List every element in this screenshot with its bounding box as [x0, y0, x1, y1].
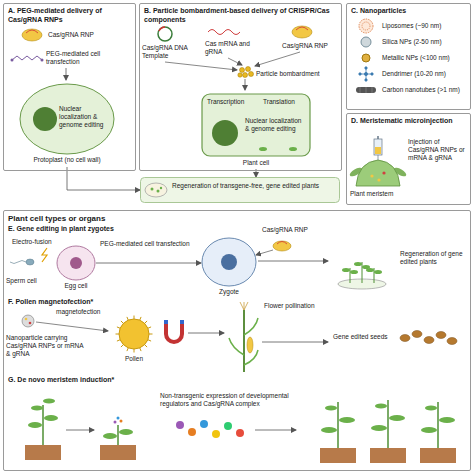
outcome-label: Regeneration of transgene-free, gene edi…	[172, 182, 336, 190]
nanoparticle-label: Metallic NPs (<100 nm)	[382, 54, 468, 62]
corn-plant	[229, 302, 258, 372]
cell-note: Nuclear localization & genome editing	[59, 105, 105, 129]
silica-icon	[361, 37, 371, 47]
panel-title: G. De novo meristem induction*	[8, 376, 228, 385]
process-label: Translation	[263, 98, 308, 106]
node-outline	[111, 315, 157, 353]
flow-arrow	[66, 430, 94, 431]
panel-title: B. Particle bombardment-based delivery o…	[144, 7, 339, 24]
connector-arrow	[96, 263, 201, 264]
egg-cell: Egg cell	[56, 245, 96, 291]
protoplast-cell: Nuclear localization & genome editingPro…	[19, 83, 115, 167]
flow-arrow	[188, 333, 224, 334]
pollen-grain: Pollen	[111, 315, 157, 365]
cell-label: Plant cell	[201, 159, 311, 167]
node-outline	[56, 245, 96, 281]
seedling-pot	[25, 399, 61, 461]
outcome-label: Regeneration of gene edited plants	[400, 250, 466, 266]
reagent-label: Cas/gRNA RNP	[48, 31, 128, 39]
method-label: Particle bombardment	[256, 70, 338, 78]
method-label: Injection of Cas/gRNA RNPs or mRNA & gRN…	[408, 138, 468, 162]
method-label: PEG-mediated cell transfection	[100, 240, 198, 248]
magnet-icon	[164, 320, 184, 342]
metal-icon	[362, 54, 370, 62]
flow-arrow	[262, 342, 328, 343]
panel-box: B. Particle bombardment-based delivery o…	[139, 3, 342, 171]
node-outline	[201, 237, 257, 287]
flow-arrow	[256, 250, 273, 255]
cut-plant-pot	[100, 417, 136, 461]
flow-arrow	[66, 68, 67, 80]
rnp-icon	[22, 29, 42, 41]
liposome-icon	[359, 19, 373, 33]
cell-label: Protoplast (no cell wall)	[19, 156, 115, 164]
flow-arrow	[258, 261, 328, 262]
method-label: Non-transgenic expression of development…	[160, 392, 310, 408]
gold-particles	[238, 67, 254, 78]
edited-plants	[320, 400, 456, 463]
peg-chain	[11, 56, 44, 62]
reagent-label: Cas/gRNA RNP	[282, 42, 340, 50]
panel-title: E. Gene editing in plant zygotes	[8, 225, 208, 234]
lightning-icon	[42, 248, 47, 262]
cell-label: Egg cell	[56, 282, 96, 290]
cell-label: Sperm cell	[6, 277, 52, 285]
reagent-label: Cas/gRNA RNP	[262, 226, 332, 234]
plant-cell: Transcription TranslationNuclear localiza…	[201, 93, 311, 169]
plasmid-icon	[158, 27, 172, 41]
cell-label: Zygote	[201, 288, 257, 296]
nanoparticle-label: Dendrimer (10-20 nm)	[382, 70, 468, 78]
cell-label: Pollen	[111, 355, 157, 363]
dendrimer-icon	[359, 67, 373, 81]
section-box: Plant cell types or organsEgg cellZygote…	[3, 210, 471, 471]
nanoparticle-label: Liposomes (~90 nm)	[382, 22, 468, 30]
rnp-icon	[292, 26, 312, 38]
sperm-cell	[10, 259, 34, 265]
seeds-icon	[400, 331, 457, 345]
cell-note: Nuclear localization & genome editing	[245, 117, 307, 133]
node-outline	[140, 177, 340, 203]
outcome-label: Gene edited seeds	[333, 333, 395, 341]
converging-arrows	[165, 52, 300, 70]
plantlets-dish	[338, 262, 386, 289]
regulator-dots	[176, 420, 244, 438]
reagent-label: Nanoparticle carrying Cas/gRNA RNPs or m…	[6, 334, 88, 358]
flow-arrow	[245, 79, 246, 90]
method-label: Electro-fusion	[12, 238, 72, 246]
zygote-cell: Zygote	[201, 237, 257, 299]
nanoparticle-label: Silica NPs (2-50 nm)	[382, 38, 468, 46]
method-label: PEG-mediated cell transfection	[46, 50, 132, 66]
panel-title: D. Meristematic microinjection	[351, 117, 468, 126]
method-label: magnetofection	[56, 308, 116, 316]
section-title: Plant cell types or organs	[8, 214, 308, 224]
panel-title: C. Nanoparticles	[351, 7, 468, 16]
reagent-label: Cas/gRNA DNA Template	[142, 44, 196, 60]
process-label: Transcription	[207, 98, 257, 106]
reagent-label: Cas mRNA and gRNA	[205, 40, 257, 56]
rnp-icon	[273, 241, 291, 251]
organ-label: Plant meristem	[350, 190, 430, 198]
flow-arrow	[36, 322, 108, 331]
panel-title: A. PEG-mediated delivery of Cas/gRNA RNP…	[8, 7, 133, 24]
panel-box: A. PEG-mediated delivery of Cas/gRNA RNP…	[3, 3, 136, 171]
nanotube-icon	[356, 87, 376, 93]
nanoparticle-label: Carbon nanotubes (>1 nm)	[382, 86, 468, 94]
regeneration-box: Regeneration of transgene-free, gene edi…	[140, 177, 340, 203]
mrna-icon	[208, 30, 240, 35]
process-label: Flower pollination	[264, 302, 344, 310]
meristem-drawing	[348, 160, 407, 186]
nanoparticle-icon	[22, 315, 34, 327]
flow-arrow	[255, 430, 296, 431]
panel-title: F. Pollen magnetofection*	[8, 298, 208, 307]
